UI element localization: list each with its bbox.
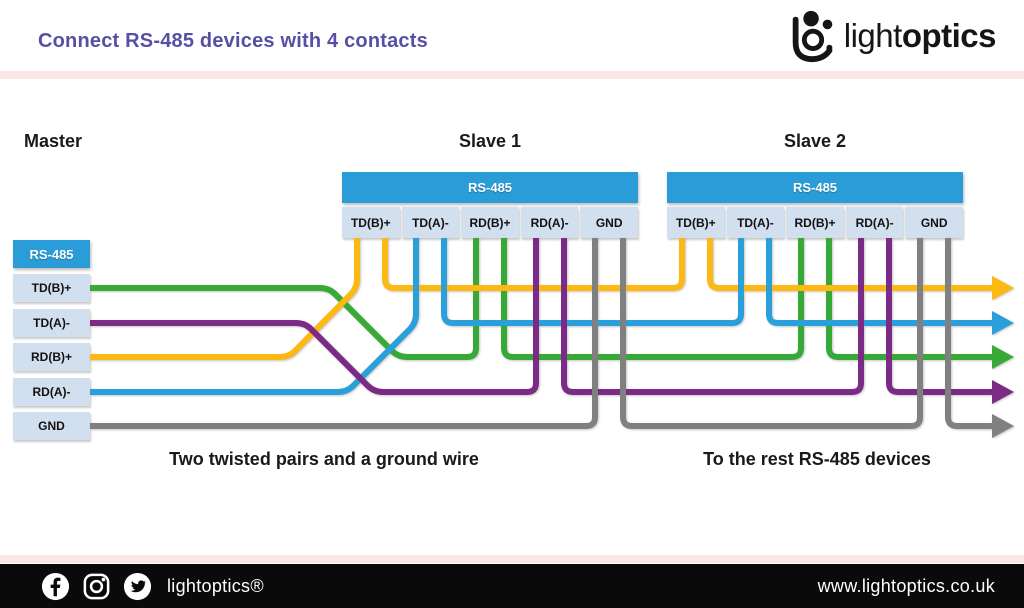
yellow-wire-segment-3 xyxy=(707,238,994,291)
purple-wire-segment-3 xyxy=(886,238,994,395)
slave1-pin-tdb: TD(B)+ xyxy=(342,207,400,238)
blue-wire-segment-1 xyxy=(90,238,419,395)
logo-text: lightoptics xyxy=(843,17,997,54)
twitter-icon[interactable] xyxy=(122,571,153,602)
slave2-pin-tdb: TD(B)+ xyxy=(667,207,725,238)
gray-wire-segment-2 xyxy=(620,238,923,429)
yellow-wire-arrowhead xyxy=(992,276,1014,300)
lightoptics-logo-mark xyxy=(792,10,833,63)
blue-wire-segment-3 xyxy=(766,238,994,326)
green-wire-segment-1 xyxy=(90,238,479,360)
slave1-pin-tda: TD(A)- xyxy=(401,207,460,238)
footer-bar: lightoptics® www.lightoptics.co.uk xyxy=(0,564,1024,608)
purple-wire-segment-1 xyxy=(90,238,539,395)
caption-rest-devices: To the rest RS-485 devices xyxy=(703,449,931,469)
gray-wire-segment-1 xyxy=(90,238,598,429)
green-wire-segment-3 xyxy=(826,238,994,360)
blue-wire-arrowhead xyxy=(992,311,1014,335)
gray-wire-arrowhead xyxy=(992,414,1014,438)
brand-logo: lightoptics xyxy=(784,8,997,64)
green-wire-arrowhead xyxy=(992,345,1014,369)
bottom-divider xyxy=(0,555,1024,563)
slave1-pin-gnd: GND xyxy=(580,207,638,238)
device-label-master: Master xyxy=(23,131,83,151)
gray-wire-segment-3 xyxy=(945,238,994,429)
caption-twisted-pairs: Two twisted pairs and a ground wire xyxy=(169,449,479,469)
master-pin-gnd: GND xyxy=(13,412,90,440)
slave1-connector-header: RS-485 xyxy=(342,172,638,203)
page-title: Connect RS-485 devices with 4 contacts xyxy=(38,30,428,52)
device-label-slave-1: Slave 1 xyxy=(458,131,522,151)
slave1-pin-rda: RD(A)- xyxy=(520,207,579,238)
slave2-pin-rdb: RD(B)+ xyxy=(786,207,844,238)
master-pin-tda: TD(A)- xyxy=(13,309,90,337)
slave2-connector-header: RS-485 xyxy=(667,172,963,203)
slave2-pin-tda: TD(A)- xyxy=(726,207,785,238)
social-icons xyxy=(40,571,153,602)
master-pin-rdb: RD(B)+ xyxy=(13,343,90,371)
slave1-pin-rdb: RD(B)+ xyxy=(461,207,519,238)
footer-brand-text: lightoptics® xyxy=(167,575,264,596)
master-pin-tdb: TD(B)+ xyxy=(13,274,90,302)
purple-wire-segment-2 xyxy=(561,238,864,395)
slave2-pin-rda: RD(A)- xyxy=(845,207,904,238)
footer-url[interactable]: www.lightoptics.co.uk xyxy=(817,575,995,596)
yellow-wire-segment-1 xyxy=(90,238,360,360)
instagram-icon[interactable] xyxy=(81,571,112,602)
master-pin-rda: RD(A)- xyxy=(13,378,90,406)
purple-wire-arrowhead xyxy=(992,380,1014,404)
wire-group xyxy=(90,238,1014,438)
top-divider xyxy=(0,71,1024,79)
device-label-slave-2: Slave 2 xyxy=(783,131,847,151)
green-wire-segment-2 xyxy=(501,238,804,360)
master-connector-header: RS-485 xyxy=(13,240,90,268)
slave2-pin-gnd: GND xyxy=(905,207,963,238)
facebook-icon[interactable] xyxy=(40,571,71,602)
